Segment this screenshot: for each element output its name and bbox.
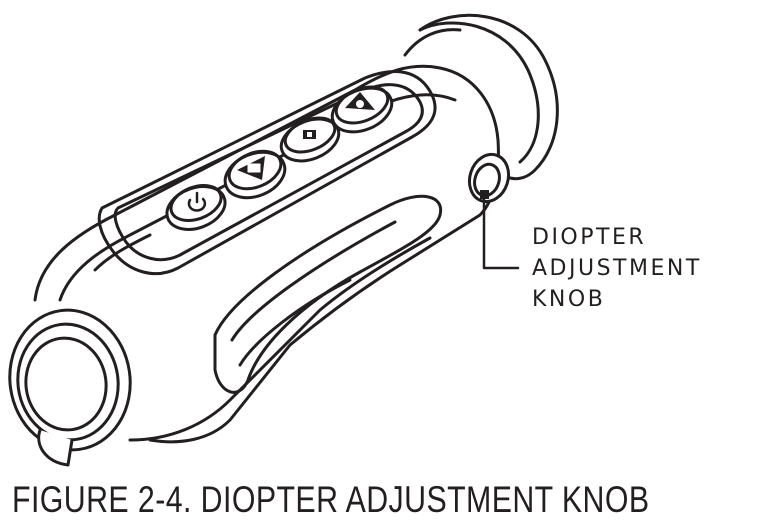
menu-button[interactable] bbox=[275, 111, 345, 169]
menu-icon bbox=[303, 130, 316, 139]
objective-lens bbox=[8, 308, 132, 452]
eyecup bbox=[403, 13, 559, 181]
callout-line-1: DIOPTER bbox=[532, 225, 647, 250]
power-button[interactable] bbox=[161, 179, 231, 237]
callout-leader bbox=[480, 190, 520, 270]
button-panel bbox=[97, 70, 437, 276]
callout-line-3: KNOB bbox=[532, 287, 606, 312]
callout-line-2: ADJUSTMENT bbox=[532, 256, 702, 281]
zoom-button[interactable] bbox=[326, 80, 398, 140]
mode-icon bbox=[237, 156, 265, 180]
mode-button[interactable] bbox=[218, 144, 291, 206]
zoom-icon bbox=[345, 92, 375, 110]
power-icon bbox=[187, 191, 207, 212]
lens-cap-tab bbox=[37, 428, 74, 467]
figure-caption: FIGURE 2-4. DIOPTER ADJUSTMENT KNOB bbox=[12, 479, 650, 520]
callout-label: DIOPTER ADJUSTMENT KNOB bbox=[532, 222, 702, 315]
